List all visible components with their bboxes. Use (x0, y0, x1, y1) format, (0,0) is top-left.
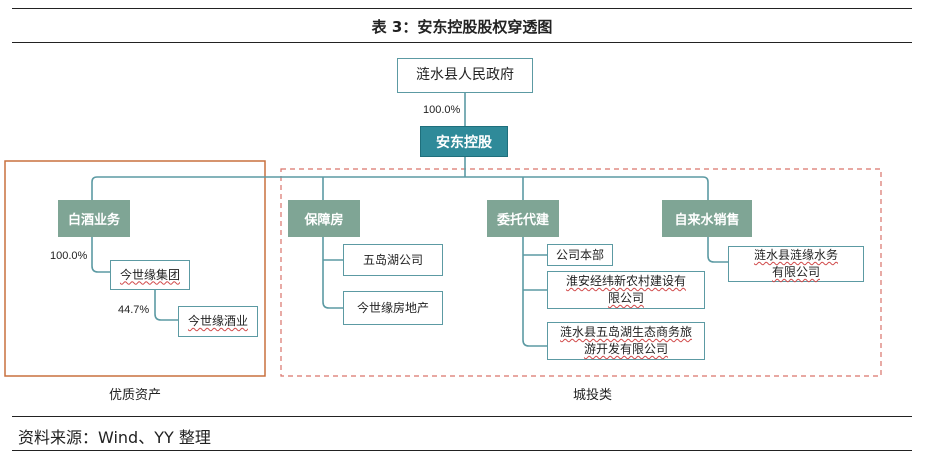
title-rule (12, 42, 912, 43)
source-note: 资料来源：Wind、YY 整理 (18, 428, 211, 447)
segment-water: 自来水销售 (662, 200, 752, 237)
segment-baijiu: 白酒业务 (58, 200, 130, 237)
group-label-quality-assets: 优质资产 (109, 388, 162, 403)
chengtou-border (280, 168, 882, 377)
node-huaian-jingwei: 淮安经纬新农村建设有限公司 (547, 271, 705, 309)
node-jinshiyuan-realestate: 今世缘房地产 (343, 291, 443, 325)
line-bus (91, 176, 709, 200)
node-jinshiyuan-group: 今世缘集团 (110, 260, 190, 290)
node-lianshui-wudaohu-tourism: 涟水县五岛湖生态商务旅游开发有限公司 (547, 322, 705, 360)
segment-baozhangfang: 保障房 (288, 200, 360, 237)
line-water-item (707, 237, 728, 263)
line-weituo-trunk (522, 237, 547, 347)
segment-weituo: 委托代建 (487, 200, 559, 237)
node-wudaohu-company: 五岛湖公司 (343, 244, 443, 276)
line-baijiu-group (91, 237, 110, 273)
group-label-chengtou: 城投类 (573, 388, 613, 403)
node-headquarters: 公司本部 (547, 244, 613, 266)
line-baozhang-trunk (322, 237, 343, 309)
quality-assets-border (4, 160, 266, 377)
footer-top-rule (12, 416, 912, 417)
stake-group-liquor: 44.7% (118, 304, 150, 316)
node-lianyuan-water: 涟水县涟缘水务有限公司 (728, 246, 864, 282)
top-rule (12, 8, 912, 9)
line-group-liquor (154, 290, 178, 321)
figure-title: 表 3：安东控股股权穿透图 (371, 18, 553, 36)
stake-baijiu-group: 100.0% (50, 250, 88, 262)
node-jinshiyuan-liquor: 今世缘酒业 (178, 306, 258, 337)
stake-gov-holding: 100.0% (423, 104, 461, 116)
node-county-government: 涟水县人民政府 (397, 58, 533, 93)
node-andong-holding: 安东控股 (420, 126, 508, 157)
footer-bottom-rule (12, 450, 912, 451)
